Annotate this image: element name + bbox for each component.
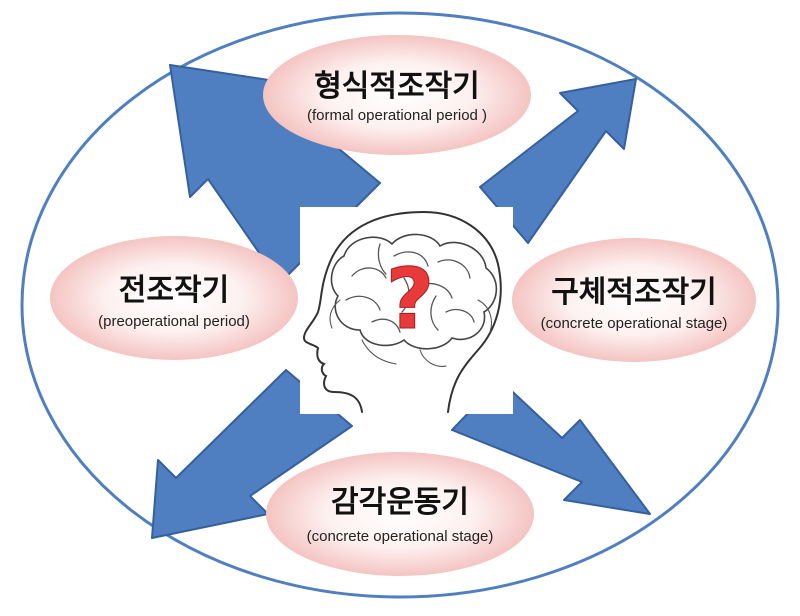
stage-subtitle-concrete-operational: (concrete operational stage): [541, 315, 728, 332]
stage-subtitle-preoperational: (preoperational period): [98, 313, 250, 330]
stage-bubble-bottom-shape: [266, 452, 534, 576]
stage-title-sensorimotor: 감각운동기: [331, 485, 469, 520]
stage-bubble-right: 구체적조작기 (concrete operational stage): [512, 238, 756, 362]
stage-bubble-bottom: 감각운동기 (concrete operational stage): [266, 452, 534, 576]
stage-title-concrete-operational: 구체적조작기: [551, 275, 717, 310]
stage-bubble-left: 전조작기 (preoperational period): [50, 236, 298, 360]
stage-bubble-left-shape: [50, 236, 298, 360]
stage-bubble-top-shape: [263, 35, 531, 155]
arrow-up-right: [479, 78, 637, 244]
stage-bubble-top: 형식적조작기 (formal operational period ): [263, 35, 531, 155]
stage-subtitle-sensorimotor: (concrete operational stage): [307, 528, 494, 545]
stage-subtitle-formal-operational: (formal operational period ): [307, 107, 487, 124]
stage-title-formal-operational: 형식적조작기: [314, 69, 480, 104]
stage-bubble-right-shape: [512, 238, 756, 362]
stage-title-preoperational: 전조작기: [119, 273, 229, 308]
question-mark: ?: [386, 250, 435, 348]
outer-cycle-ring: [20, 11, 780, 599]
head-brain-icon: ?: [300, 207, 513, 414]
